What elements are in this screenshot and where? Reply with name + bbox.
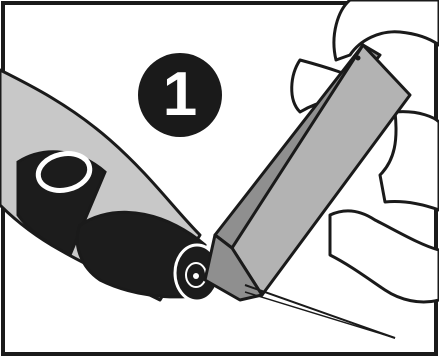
step-number: 1 bbox=[140, 55, 220, 135]
